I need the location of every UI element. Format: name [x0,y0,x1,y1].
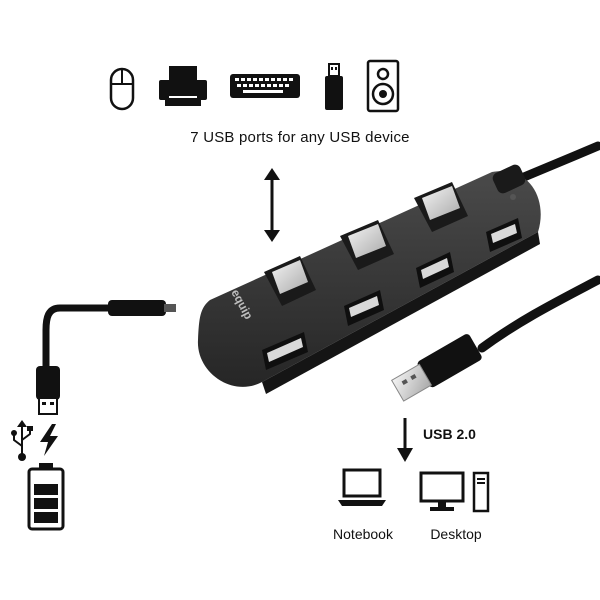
usb-symbol-icon [11,420,33,461]
mouse-icon [109,67,135,111]
usb-stick-icon [325,63,343,110]
power-cable [42,304,116,372]
battery-icon [27,463,65,531]
desktop-icon [419,471,490,513]
usb-power-plug [36,366,60,415]
barrel-plug [108,300,176,316]
host-cable [477,275,600,353]
desktop-label: Desktop [430,526,482,542]
hub-body [197,164,541,394]
down-arrow-icon [397,418,413,462]
keyboard-icon [230,74,300,98]
raised-port [414,182,468,232]
flat-port [486,218,522,252]
hub-cable [507,141,600,187]
raised-port [264,256,316,306]
notebook-icon [338,468,386,506]
caption: 7 USB ports for any USB device [190,129,410,146]
printer-icon [159,66,207,106]
notebook-label: Notebook [333,526,393,542]
flat-port [416,252,454,288]
flat-port [344,290,384,326]
raised-port [340,220,394,270]
speaker-icon [366,59,400,113]
lightning-icon [40,424,58,456]
flat-port [262,332,308,370]
usb-version-label: USB 2.0 [423,426,476,442]
usb-a-plug [390,334,482,402]
double-arrow-icon [264,168,280,242]
